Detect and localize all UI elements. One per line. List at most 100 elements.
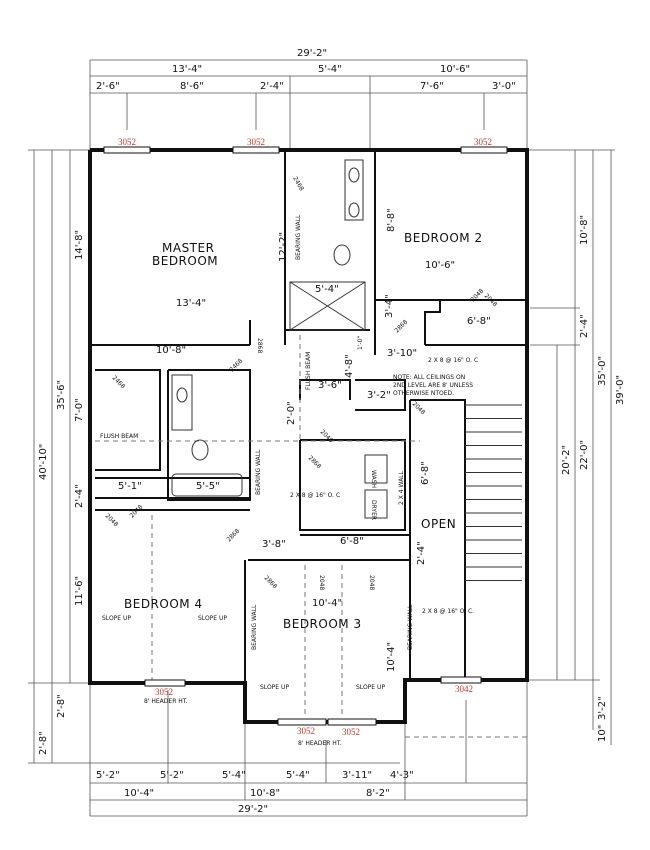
beam-note: FLUSH BEAM [100,433,138,440]
door-tag: 2048 [469,288,485,304]
dim-label: 5'-4" [318,64,342,75]
window-tag: 3052 [342,727,360,737]
dim-label: 3'-0" [492,81,516,92]
room-label-open: OPEN [421,517,456,531]
dim-label: 10'-4" [124,788,154,799]
door-tag: 2868 [256,338,263,353]
dim-label: 6'-8" [467,316,491,327]
dim-label: 3'-2" [367,390,391,401]
washer-label: WASH [370,470,377,488]
door-tag: 2868 [263,574,279,590]
room-labels: MASTER BEDROOM BEDROOM 2 BEDROOM 4 BEDRO… [124,231,482,631]
dim-label: 1'-0" [357,336,364,350]
dim-label: 13'-4" [176,298,206,309]
bearing-wall-note: BEARING WALL [251,604,258,650]
top-dimensions: 29'-2" 13'-4" 5'-4" 10'-6" 2'-6" 8'-6" 2… [96,48,516,92]
dim-label: 4'-3" [390,770,414,781]
dim-label: 10'-6" [425,260,455,271]
door-tag: 2048 [318,575,325,590]
left-dimensions: 40'-10" 35'-6" 14'-8" 7'-0" 2'-4" 11'-6"… [38,230,85,755]
slope-note: SLOPE UP [102,615,131,622]
dim-label: 3'-11" [342,770,372,781]
sink-icon [348,167,360,183]
dim-label: 5'-4" [286,770,310,781]
dim-label: 11'-6" [74,576,85,606]
header-note: 8' HEADER HT. [144,698,188,705]
dim-label: 8'-2" [366,788,390,799]
window-tag: 3052 [474,137,492,147]
dim-label: 8'-8" [386,208,397,232]
dim-label: 6'-8" [340,536,364,547]
ceiling-note: 2ND LEVEL ARE 8' UNLESS [393,382,473,389]
notes: NOTE: ALL CEILINGS ON 2ND LEVEL ARE 8' U… [100,214,478,691]
washer-icon [364,454,388,484]
dim-label: 2'-4" [260,81,284,92]
right-dimensions: 10'-8" 2'-4" 35'-0" 39'-0" 20'-2" 22'-0"… [561,215,626,742]
dim-label: 4'-8" [344,354,355,378]
dim-label: 22'-0" [579,440,590,470]
beam-note: FLUSH BEAM [305,352,312,390]
dim-label: 12'-2" [278,232,289,262]
toilet-icon [333,244,351,266]
toilet-icon [191,439,209,461]
dim-label: 20'-2" [561,445,572,475]
ceiling-note: OTHERWISE NTOED. [393,390,454,397]
dim-label: 5'-1" [118,481,142,492]
dim-label: 10'-6" [440,64,470,75]
dim-label: 5'-4" [315,284,339,295]
dim-label: 5'-2" [96,770,120,781]
dim-label: 10'-4" [386,642,397,672]
dim-label: 40'-10" [38,444,49,480]
header-note: 8' HEADER HT. [298,740,342,747]
dim-label: 35'-6" [56,380,67,410]
dim-label: 2'-4" [579,314,590,338]
dim-label: 7'-0" [74,398,85,422]
bottom-dimensions: 5'-2" 5'-2" 5'-4" 5'-4" 3'-11" 4'-3" 10'… [96,770,414,815]
dim-label: 13'-4" [172,64,202,75]
dim-label: 5'-2" [160,770,184,781]
door-tag: 2468 [228,358,244,374]
door-tag: 2048 [104,512,120,528]
door-tag: 2048 [128,504,144,520]
dim-label: 10'-8" [250,788,280,799]
slope-note: SLOPE UP [260,684,289,691]
slope-note: SLOPE UP [198,615,227,622]
dim-label: 3'-2" [597,696,608,720]
wall-note: 2 X 4 WALL [398,470,405,505]
dim-label: 10'-8" [156,345,186,356]
dim-label: 10'-8" [579,215,590,245]
door-tag: 2468 [111,374,127,390]
shower-icon [289,281,366,331]
dim-label: 6'-8" [420,461,431,485]
dim-label: 2'-0" [286,401,297,425]
joist-note: 2 X 8 @ 16" O. C [290,492,340,499]
dim-label: 3'-8" [262,539,286,550]
joist-note: 2 X 8 @ 16" O. C. [422,608,474,615]
room-label-bedroom-4: BEDROOM 4 [124,597,203,611]
room-label-master: MASTER [162,241,214,255]
joist-note: 2 X 8 @ 16" O. C [428,357,478,364]
dim-label: 5'-5" [196,481,220,492]
door-tag: 2048 [368,575,375,590]
dryer-label: DRYER [370,500,377,520]
dim-label: 35'-0" [597,356,608,386]
dim-label: 2'-4" [74,484,85,508]
dryer-icon [364,489,388,519]
bearing-wall-note: BEARING WALL [407,604,414,650]
stairs [465,404,522,581]
window-tag: 3052 [247,137,265,147]
window-tag: 3052 [118,137,136,147]
dim-label: 2'-4" [416,541,427,565]
door-tag: 2048 [411,400,427,416]
window-tags: 3052 3052 3052 3052 3042 3052 3052 8' HE… [118,137,492,747]
dim-label: 39'-0" [615,375,626,405]
dim-label: 29'-2" [238,804,268,815]
window-tag: 3042 [455,684,473,694]
window-tag: 3052 [155,687,173,697]
dim-label: 3'-10" [387,348,417,359]
door-tag: 2868 [393,319,409,335]
sink-icon [348,202,360,218]
dim-label: 2'-6" [96,81,120,92]
dim-label: 5'-4" [222,770,246,781]
